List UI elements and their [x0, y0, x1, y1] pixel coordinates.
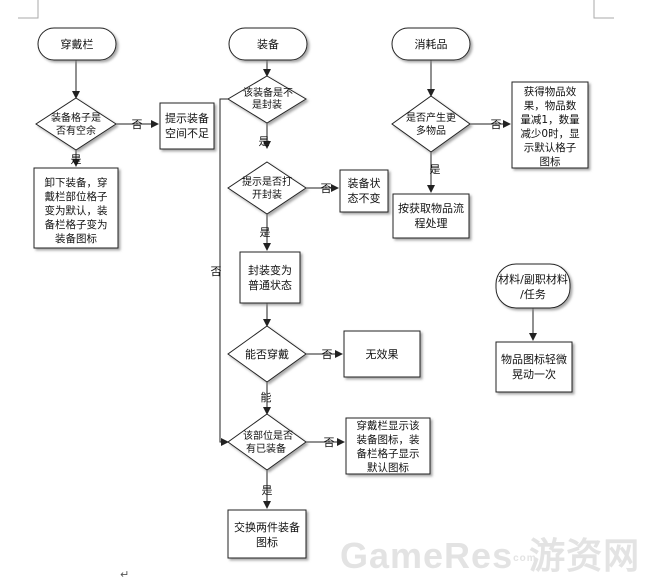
label-unequip-line5: 装备图标	[55, 232, 97, 245]
label-swap-line1: 交换两件装备	[234, 520, 300, 534]
edge-label-slot-free-yes: 是	[71, 153, 82, 166]
label-unseal-line2: 开封装	[252, 188, 282, 201]
edge-labels: 否 是 是 否 否 是 否 能 否 是 否 是	[71, 118, 502, 497]
edge-label-unseal-no: 否	[321, 182, 332, 195]
box-no-space	[159, 102, 215, 150]
edge-label-equipped-yes: 是	[262, 484, 273, 497]
label-show-icon-line4: 默认图标	[367, 461, 409, 474]
label-unequip-line2: 戴栏部位格子	[45, 190, 108, 203]
label-slot-free-line1: 装备格子是	[51, 111, 101, 124]
label-unseal-line1: 提示是否打	[242, 175, 292, 188]
edge-label-sealed-no: 否	[211, 265, 222, 278]
edge-label-can-wear-yes: 能	[261, 390, 272, 404]
label-can-wear: 能否穿戴	[245, 347, 289, 361]
label-material-line2: /任务	[520, 288, 546, 301]
terminator-consumable	[391, 27, 471, 61]
edge-label-multi-yes: 是	[430, 163, 441, 176]
label-state-unchanged-line2: 态不变	[348, 191, 381, 205]
label-item-effect-line6: 图标	[540, 156, 561, 168]
decisions	[35, 75, 471, 471]
label-equip-bar: 穿戴栏	[61, 37, 94, 51]
label-state-unchanged-line1: 装备状	[348, 176, 381, 190]
edge-label-sealed-yes: 是	[259, 135, 270, 148]
watermark-cn: 游资网	[529, 535, 641, 576]
label-material-line1: 材料/副职材料	[498, 272, 568, 286]
label-multi-line2: 多物品	[416, 124, 446, 137]
label-show-icon-line3: 备栏格子显示	[357, 447, 420, 460]
watermark-small: com	[513, 552, 537, 564]
label-item-effect-line4: 减少0时，显	[520, 128, 580, 140]
label-item-effect-line5: 示默认格子	[524, 141, 577, 154]
box-item-effect	[511, 81, 589, 169]
edge-label-can-wear-no: 否	[322, 348, 333, 361]
page-corner-marks	[18, 0, 614, 19]
label-show-icon-line1: 穿戴栏显示该	[357, 419, 420, 432]
label-swap-line2: 图标	[256, 535, 278, 549]
watermark: GameRescom游资网	[340, 527, 640, 579]
label-sealed-line2: 是封装	[252, 98, 282, 111]
edge-label-slot-free-no: 否	[132, 118, 143, 131]
label-icon-shake-line1: 物品图标轻微	[501, 352, 567, 366]
edge-label-multi-no: 否	[491, 118, 502, 131]
label-item-flow-line2: 程处理	[415, 217, 448, 230]
box-state-unchanged	[339, 169, 389, 213]
label-item-effect-line3: 量减1，数量	[520, 113, 580, 126]
label-item-effect-line2: 果，物品数	[524, 99, 577, 112]
diamond-unseal-prompt	[227, 161, 307, 215]
terminators	[37, 27, 571, 309]
label-no-effect: 无效果	[366, 347, 399, 361]
label-unequip-line1: 卸下装备，穿	[45, 176, 108, 189]
box-to-normal	[239, 251, 301, 304]
terminator-equip-bar	[37, 27, 117, 61]
label-no-space-line1: 提示装备	[165, 111, 209, 125]
box-icon-shake	[495, 341, 573, 393]
diamond-slot-free	[35, 97, 117, 151]
label-to-normal-line2: 普通状态	[248, 278, 292, 292]
terminator-material	[495, 263, 571, 309]
label-equipped-line1: 该部位是否	[243, 429, 293, 442]
label-consumable: 消耗品	[415, 37, 448, 51]
label-item-flow-line1: 按获取物品流	[398, 201, 464, 215]
label-show-icon-line2: 装备图标，装	[357, 433, 420, 446]
label-item-effect-line1: 获得物品效	[524, 85, 577, 98]
diamond-multi-items	[391, 95, 471, 153]
terminator-equip	[228, 27, 308, 61]
diamond-slot-equipped	[227, 413, 307, 471]
box-show-icon	[345, 417, 431, 475]
label-sealed-line1: 该装备是不	[243, 86, 293, 99]
diamond-can-wear	[227, 325, 307, 383]
label-to-normal-line1: 封装变为	[248, 263, 292, 277]
diamond-sealed	[227, 75, 307, 124]
label-no-space-line2: 空间不足	[165, 126, 209, 140]
box-no-effect	[343, 330, 421, 378]
process-boxes	[33, 81, 589, 559]
paragraph-mark: ↵	[120, 568, 130, 581]
edge-label-equipped-no: 否	[324, 436, 335, 449]
label-multi-line1: 是否产生更	[406, 111, 456, 124]
node-labels: 穿戴栏 装备 消耗品 材料/副职材料 /任务 装备格子是 否有空余 该装备是不 …	[45, 37, 581, 549]
box-item-flow	[392, 193, 470, 239]
box-swap	[227, 509, 307, 559]
label-slot-free-line2: 否有空余	[56, 124, 96, 137]
label-unequip-line4: 备栏格子变为	[45, 218, 108, 231]
label-equip: 装备	[257, 37, 279, 51]
label-unequip-line3: 变为默认，装	[45, 204, 108, 217]
label-equipped-line2: 有已装备	[246, 442, 286, 455]
edge-label-unseal-yes: 是	[260, 226, 271, 239]
connectors	[72, 60, 537, 509]
box-unequip	[33, 167, 119, 249]
label-icon-shake-line2: 晃动一次	[512, 367, 556, 381]
watermark-main: GameRes	[340, 535, 514, 576]
